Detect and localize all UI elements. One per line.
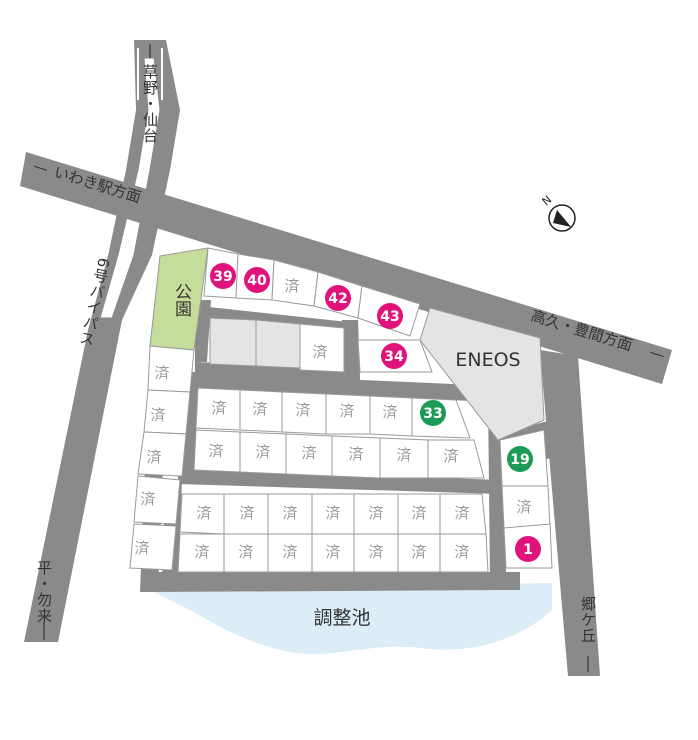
sold-markers: 済 済 済 済 済 済 済 済 済 済 済 済 済 済 済 済 済 済 済 済 …	[134, 277, 531, 561]
lot-badge-39[interactable]: 39	[210, 263, 236, 289]
sold-label: 済	[396, 446, 411, 464]
lot-badge-34[interactable]: 34	[381, 343, 407, 369]
sold-label: 済	[208, 442, 223, 460]
sold-label: 済	[146, 448, 161, 466]
road-label-south-right: 郷ケ丘	[579, 596, 597, 672]
svg-text:39: 39	[213, 269, 232, 285]
pond-area	[150, 583, 552, 655]
svg-text:平・勿来: 平・勿来	[35, 560, 53, 624]
lot-badge-1[interactable]: 1	[515, 536, 541, 562]
sold-label: 済	[154, 364, 169, 382]
sold-label: 済	[312, 343, 327, 361]
pond-label: 調整池	[313, 607, 370, 629]
svg-text:34: 34	[384, 349, 404, 365]
sold-label: 済	[325, 543, 340, 561]
sold-label: 済	[196, 504, 211, 522]
sold-label: 済	[282, 504, 297, 522]
lot-badge-40[interactable]: 40	[244, 267, 270, 293]
north-compass-icon: N	[540, 193, 576, 232]
svg-text:N: N	[540, 193, 555, 208]
sold-label: 済	[443, 447, 458, 465]
sold-label: 済	[255, 443, 270, 461]
svg-text:43: 43	[380, 309, 399, 325]
sold-label: 済	[211, 399, 226, 417]
svg-text:1: 1	[523, 542, 533, 558]
sold-label: 済	[252, 400, 267, 418]
sold-label: 済	[325, 504, 340, 522]
sold-label: 済	[239, 504, 254, 522]
svg-text:—: —	[647, 343, 667, 365]
sold-label: 済	[411, 543, 426, 561]
svg-text:33: 33	[423, 406, 442, 422]
sold-label: 済	[282, 543, 297, 561]
sold-label: 済	[140, 490, 155, 508]
bypass-median	[99, 57, 161, 319]
svg-text:—: —	[31, 157, 51, 179]
road-label-north: 草野・仙台	[141, 44, 159, 144]
east-road	[540, 350, 600, 676]
sold-label: 済	[134, 539, 149, 557]
road-label-south-left: 平・勿来	[35, 560, 53, 640]
svg-text:草野・仙台: 草野・仙台	[141, 64, 159, 144]
sold-label: 済	[368, 504, 383, 522]
available-lot-badges: 39 40 42 43 34 33 19 1	[210, 263, 541, 562]
lot-outlines	[129, 247, 553, 573]
sold-label: 済	[516, 498, 531, 516]
gas-station-label: ENEOS	[455, 349, 520, 371]
sold-label: 済	[454, 543, 469, 561]
sold-label: 済	[368, 543, 383, 561]
sold-label: 済	[150, 406, 165, 424]
sold-label: 済	[301, 444, 316, 462]
sold-label: 済	[295, 401, 310, 419]
sold-label: 済	[454, 504, 469, 522]
park-label: 公園	[171, 283, 192, 317]
lot-badge-19[interactable]: 19	[507, 446, 533, 472]
sold-label: 済	[348, 445, 363, 463]
svg-text:19: 19	[510, 452, 529, 468]
lot-badge-33[interactable]: 33	[420, 400, 446, 426]
sold-label: 済	[382, 403, 397, 421]
sold-label: 済	[238, 543, 253, 561]
sold-label: 済	[339, 402, 354, 420]
svg-text:40: 40	[247, 273, 267, 289]
main-road	[20, 152, 672, 384]
sold-label: 済	[411, 504, 426, 522]
svg-text:42: 42	[328, 291, 347, 307]
lot-badge-43[interactable]: 43	[377, 303, 403, 329]
svg-text:郷ケ丘: 郷ケ丘	[579, 596, 597, 644]
lot-badge-42[interactable]: 42	[325, 285, 351, 311]
gas-station-area	[419, 307, 545, 441]
sold-label: 済	[194, 543, 209, 561]
sold-label: 済	[284, 277, 299, 295]
